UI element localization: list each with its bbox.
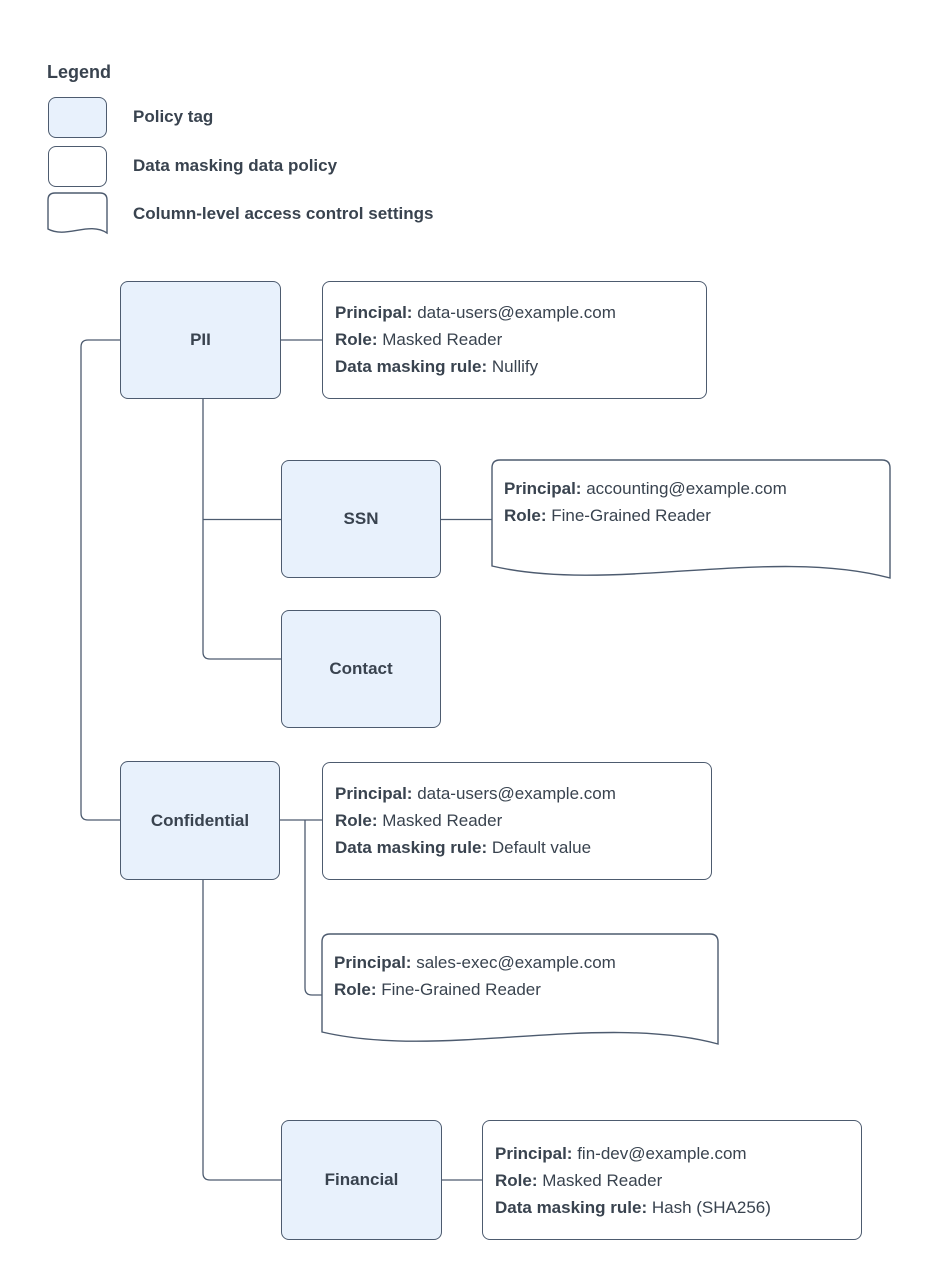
- policy-tag-pii-label: PII: [190, 330, 211, 349]
- access-settings-confidential: Principal: sales-exec@example.com Role: …: [321, 933, 719, 1064]
- policy-principal-row: Principal: fin-dev@example.com: [495, 1140, 849, 1167]
- role-label: Role:: [335, 330, 378, 349]
- legend-data-policy-swatch: [48, 146, 107, 187]
- policy-principal-row: Principal: accounting@example.com: [504, 475, 787, 502]
- policy-tag-contact: Contact: [281, 610, 441, 728]
- principal-value: sales-exec@example.com: [416, 953, 616, 972]
- policy-rule-row: Data masking rule: Hash (SHA256): [495, 1194, 849, 1221]
- connector-confidential-to-access-settings: [304, 820, 322, 996]
- policy-tag-confidential-label: Confidential: [150, 810, 250, 830]
- rule-label: Data masking rule:: [335, 357, 488, 376]
- policy-tag-financial: Financial: [281, 1120, 442, 1240]
- policy-tag-ssn-label: SSN: [343, 509, 379, 528]
- document-shape: [491, 459, 891, 579]
- role-value: Masked Reader: [382, 330, 503, 349]
- policy-principal-row: Principal: sales-exec@example.com: [334, 949, 616, 976]
- legend-title: Legend: [47, 62, 112, 82]
- legend-access-control-swatch: [47, 192, 108, 235]
- role-label: Role:: [334, 980, 377, 999]
- document-shape: [321, 933, 719, 1045]
- rule-value: Nullify: [491, 357, 539, 376]
- connector-confidential-to-financial: [202, 880, 281, 1181]
- policy-role-row: Role: Fine-Grained Reader: [334, 976, 616, 1003]
- principal-label: Principal:: [504, 479, 582, 498]
- policy-role-row: Role: Masked Reader: [495, 1167, 849, 1194]
- policy-role-row: Role: Masked Reader: [335, 326, 694, 353]
- principal-label: Principal:: [335, 303, 413, 322]
- role-label: Role:: [335, 811, 378, 830]
- masking-policy-pii: Principal: data-users@example.com Role: …: [322, 281, 707, 399]
- role-label: Role:: [495, 1171, 538, 1190]
- principal-value: data-users@example.com: [417, 303, 616, 322]
- connector-pii-to-confidential: [80, 339, 120, 821]
- rule-value: Hash (SHA256): [651, 1198, 771, 1217]
- role-label: Role:: [504, 506, 547, 525]
- principal-value: accounting@example.com: [586, 479, 787, 498]
- policy-tag-contact-label: Contact: [329, 659, 393, 678]
- rule-label: Data masking rule:: [335, 838, 488, 857]
- principal-label: Principal:: [334, 953, 412, 972]
- role-value: Masked Reader: [542, 1171, 663, 1190]
- principal-value: data-users@example.com: [417, 784, 616, 803]
- rule-label: Data masking rule:: [495, 1198, 648, 1217]
- legend-policy-tag-label: Policy tag: [133, 107, 214, 126]
- masking-policy-financial: Principal: fin-dev@example.com Role: Mas…: [482, 1120, 862, 1240]
- policy-tag-financial-label: Financial: [324, 1170, 399, 1189]
- legend-policy-tag-swatch: [48, 97, 107, 138]
- policy-role-row: Role: Fine-Grained Reader: [504, 502, 787, 529]
- role-value: Fine-Grained Reader: [551, 506, 711, 525]
- policy-principal-row: Principal: data-users@example.com: [335, 780, 699, 807]
- access-settings-ssn: Principal: accounting@example.com Role: …: [491, 459, 891, 600]
- rule-value: Default value: [491, 838, 592, 857]
- principal-value: fin-dev@example.com: [577, 1144, 747, 1163]
- policy-tag-confidential: Confidential: [120, 761, 280, 880]
- masking-policy-confidential: Principal: data-users@example.com Role: …: [322, 762, 712, 880]
- legend-data-policy-label: Data masking data policy: [133, 156, 338, 175]
- policy-tag-ssn: SSN: [281, 460, 441, 578]
- connector-pii-to-contact: [202, 399, 281, 660]
- policy-tag-pii: PII: [120, 281, 281, 399]
- policy-rule-row: Data masking rule: Nullify: [335, 353, 694, 380]
- legend-access-control-label: Column-level access control settings: [133, 204, 434, 223]
- principal-label: Principal:: [335, 784, 413, 803]
- role-value: Masked Reader: [382, 811, 503, 830]
- policy-role-row: Role: Masked Reader: [335, 807, 699, 834]
- role-value: Fine-Grained Reader: [381, 980, 541, 999]
- policy-rule-row: Data masking rule: Default value: [335, 834, 699, 861]
- policy-principal-row: Principal: data-users@example.com: [335, 299, 694, 326]
- principal-label: Principal:: [495, 1144, 573, 1163]
